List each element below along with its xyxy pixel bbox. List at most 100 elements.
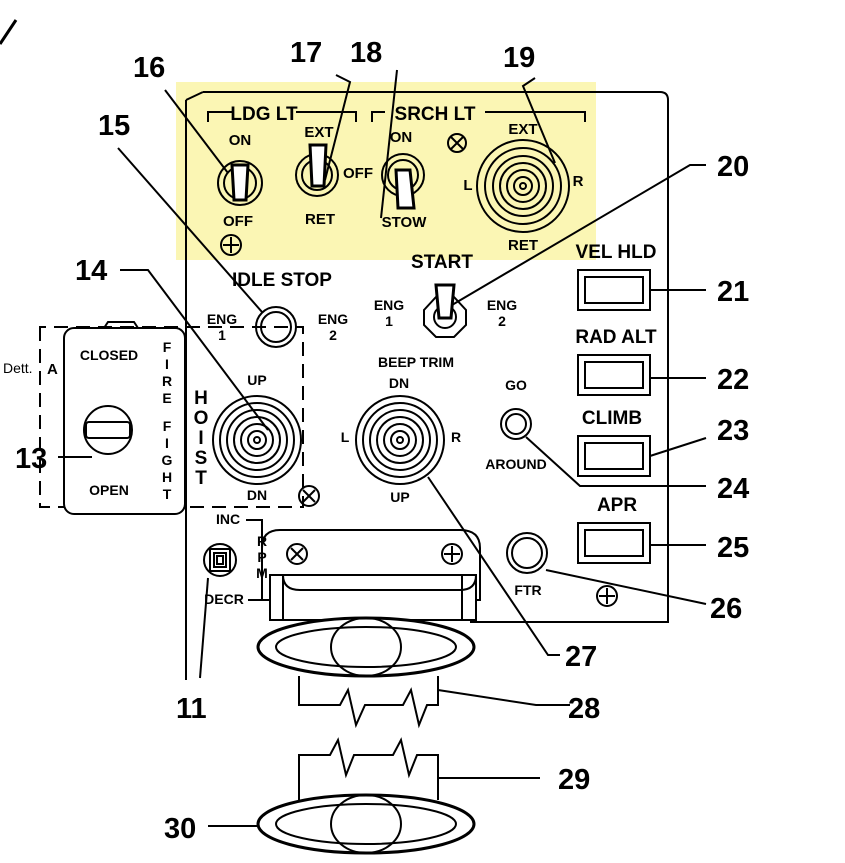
search-light-toggle-switch[interactable]: [381, 153, 425, 210]
start-eng1-num: 1: [385, 313, 393, 329]
ftr-button[interactable]: [506, 532, 548, 574]
ldg-ret-label: RET: [305, 211, 335, 228]
hoist-up-label: UP: [247, 372, 266, 388]
callout-30: 30: [164, 813, 196, 845]
idle-eng-right-label: ENG: [318, 311, 348, 327]
shaft-lower: [298, 737, 439, 800]
fire-fight-vertical-label: F I R E F I G H T: [162, 339, 173, 502]
ldg-on-label: ON: [229, 132, 252, 149]
fire-fight-valve-knob[interactable]: [83, 405, 133, 455]
rpm-trim-switch[interactable]: [203, 543, 237, 577]
rpm-inc-label: INC: [216, 511, 240, 527]
callout-19: 19: [503, 42, 535, 74]
svg-text:G: G: [162, 452, 173, 468]
callout-24: 24: [717, 473, 749, 505]
start-eng2-label: ENG: [487, 297, 517, 313]
beep-trim-label: BEEP TRIM: [378, 354, 454, 370]
landing-light-ext-ret-switch[interactable]: [295, 143, 339, 197]
ldg-lt-label: LDG LT: [230, 104, 298, 125]
cyclic-grip-assembly: [261, 529, 481, 621]
apr-button[interactable]: [577, 522, 651, 564]
callout-29: 29: [558, 764, 590, 796]
corner-mark: [0, 19, 18, 45]
vel-hld-button[interactable]: [577, 269, 651, 311]
around-label: AROUND: [485, 456, 546, 472]
panel-screw-icon: [298, 485, 320, 507]
climb-label: CLIMB: [582, 408, 642, 429]
svg-text:T: T: [163, 486, 172, 502]
panel-screw-icon: [286, 543, 308, 565]
callout-18: 18: [350, 37, 382, 69]
svg-text:T: T: [195, 468, 207, 489]
svg-text:S: S: [195, 448, 208, 469]
dett-a-label: A: [47, 361, 58, 378]
callout-11: 11: [176, 693, 207, 725]
callout-leaders: [58, 69, 707, 827]
callout-13: 13: [15, 443, 47, 475]
fire-closed-label: CLOSED: [80, 347, 138, 363]
grip-upper-ellipse: [256, 616, 476, 678]
beep-r-label: R: [451, 429, 461, 445]
panel-screw-icon: [441, 543, 463, 565]
srch-stow-label: STOW: [382, 214, 428, 231]
srch-r-label: R: [573, 173, 584, 190]
svg-text:R: R: [162, 373, 172, 389]
srch-ret-label: RET: [508, 237, 538, 254]
idle-eng-right-num: 2: [329, 327, 337, 343]
callout-16: 16: [133, 52, 165, 84]
svg-text:H: H: [162, 469, 172, 485]
search-light-direction-knob[interactable]: [476, 139, 570, 233]
callout-20: 20: [717, 151, 749, 183]
panel-screw-icon: [596, 585, 618, 607]
srch-lt-label: SRCH LT: [395, 104, 476, 125]
hoist-vertical-label: H O I S T: [194, 388, 209, 489]
callout-15: 15: [98, 110, 130, 142]
svg-text:O: O: [194, 408, 209, 429]
start-label: START: [411, 252, 473, 273]
callout-25: 25: [717, 532, 749, 564]
go-around-button[interactable]: [500, 408, 532, 440]
beep-up-label: UP: [390, 489, 409, 505]
beep-l-label: L: [341, 429, 350, 445]
ldg-off-center-label: OFF: [343, 165, 373, 182]
detail-a-dashed-box: [39, 326, 304, 508]
climb-button[interactable]: [577, 435, 651, 477]
callout-27: 27: [565, 641, 597, 673]
srch-lt-bracket: [371, 111, 586, 122]
start-eng1-label: ENG: [374, 297, 404, 313]
shaft-upper: [298, 676, 439, 729]
callout-23: 23: [717, 415, 749, 447]
hoist-knob[interactable]: [212, 395, 302, 485]
callout-26: 26: [710, 593, 742, 625]
rad-alt-button[interactable]: [577, 354, 651, 396]
apr-label: APR: [597, 495, 637, 516]
engine-start-switch[interactable]: [423, 283, 467, 338]
ftr-label: FTR: [514, 582, 541, 598]
srch-on-label: ON: [390, 129, 413, 146]
svg-text:I: I: [165, 435, 169, 451]
beep-trim-knob[interactable]: [355, 395, 445, 485]
fire-open-label: OPEN: [89, 482, 129, 498]
ldg-off-label: OFF: [223, 213, 253, 230]
vel-hld-label: VEL HLD: [576, 242, 657, 263]
callout-21: 21: [717, 276, 749, 308]
callout-numbers: 13 14 15 16 17 18 19 20 21 22 23 24 25 2…: [15, 37, 749, 845]
start-eng2-num: 2: [498, 313, 506, 329]
svg-text:F: F: [163, 418, 172, 434]
callout-14: 14: [75, 255, 107, 287]
srch-l-label: L: [463, 177, 472, 194]
svg-text:E: E: [162, 390, 171, 406]
callout-22: 22: [717, 364, 749, 396]
panel-screw-icon: [220, 234, 242, 256]
idle-eng-left-label: ENG: [207, 311, 237, 327]
srch-ext-label: EXT: [508, 121, 537, 138]
idle-stop-label: IDLE STOP: [232, 270, 332, 291]
svg-text:F: F: [163, 339, 172, 355]
landing-light-toggle-switch[interactable]: [217, 160, 263, 206]
go-label: GO: [505, 377, 527, 393]
rpm-decr-label: DECR: [204, 591, 244, 607]
ldg-lt-bracket: [207, 111, 357, 122]
callout-17: 17: [290, 37, 322, 69]
